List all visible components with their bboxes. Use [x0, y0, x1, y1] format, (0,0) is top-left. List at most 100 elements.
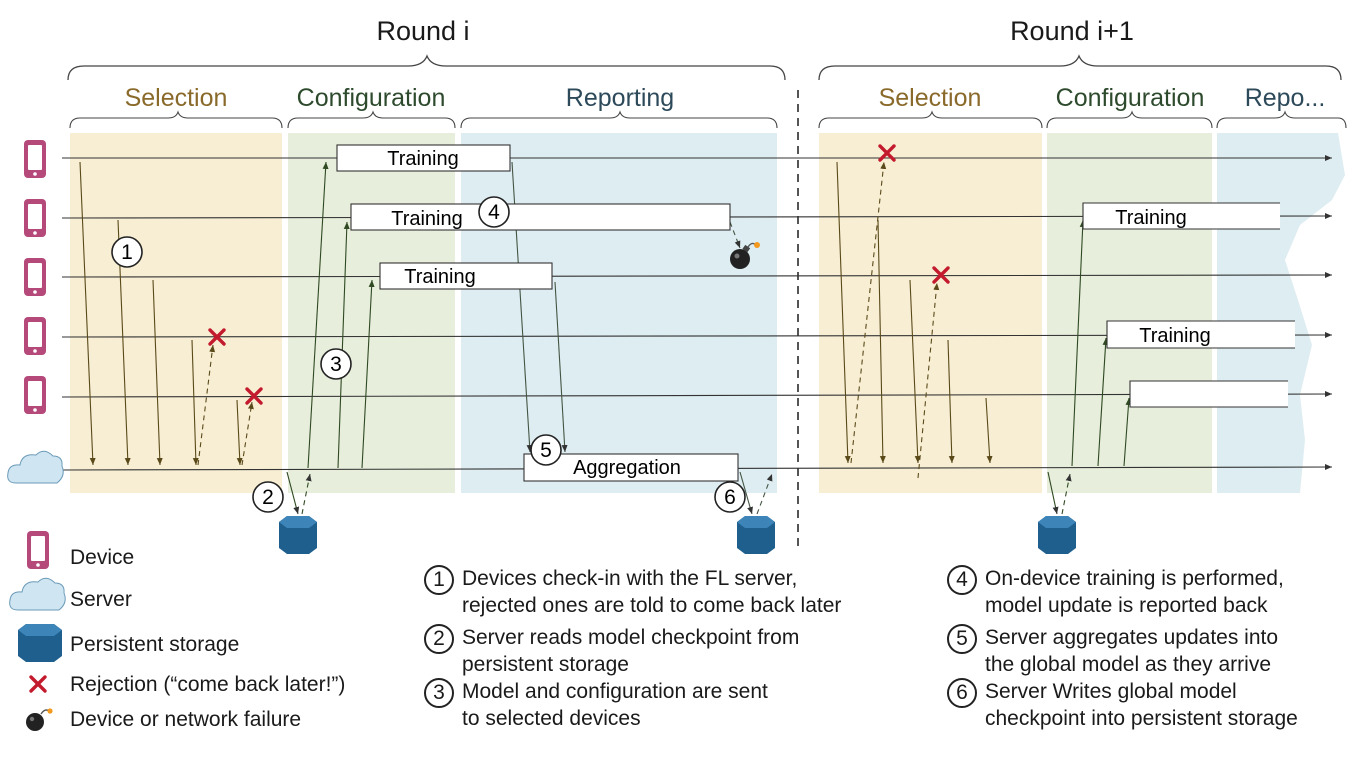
note-line: Server Writes global model	[985, 680, 1237, 703]
training-box-2	[350, 203, 731, 231]
legend-label-device: Device	[70, 546, 135, 569]
device-icons	[24, 140, 46, 414]
note-6: 6 Server Writes global model checkpoint i…	[947, 678, 1298, 732]
phase-label-reporting-i: Reporting	[566, 84, 674, 112]
device-icon	[24, 376, 46, 414]
round-i-brace	[67, 54, 786, 81]
svg-text:1: 1	[121, 241, 133, 264]
note-number: 3	[424, 678, 454, 708]
note-line: the global model as they arrive	[985, 653, 1271, 676]
phase-label-reporting-i1: Repo...	[1245, 84, 1326, 112]
phase-label-configuration-i: Configuration	[297, 84, 446, 112]
note-line: Server aggregates updates into	[985, 626, 1279, 649]
training-box-2-label: Training	[391, 208, 463, 230]
phase-label-selection-i: Selection	[125, 84, 228, 112]
reporting-region-round-i1	[1217, 133, 1345, 493]
training-box-6	[1129, 380, 1288, 408]
note-line: to selected devices	[462, 707, 641, 730]
note-number: 2	[424, 624, 454, 654]
rejection-icon	[878, 144, 896, 162]
selection-region-round-i	[70, 133, 282, 493]
svg-text:2: 2	[262, 486, 274, 509]
step-marker-1: 1	[111, 236, 143, 268]
training-box-4	[1082, 202, 1280, 230]
legend-icons	[9, 531, 66, 731]
storage-icon	[737, 516, 775, 554]
note-number: 6	[947, 678, 977, 708]
step-markers: 1 2 3 4 5 6	[111, 196, 746, 513]
bomb-icon	[26, 708, 53, 731]
device-icon	[27, 531, 49, 569]
note-line: Server reads model checkpoint from	[462, 626, 800, 649]
aggregation-box-label: Aggregation	[573, 457, 681, 479]
svg-text:4: 4	[488, 201, 500, 224]
legend-label-server: Server	[70, 588, 132, 611]
server-cloud-icon	[7, 450, 64, 484]
rejection-icon	[29, 675, 47, 693]
checkin-arrows-round-i1	[836, 161, 993, 479]
svg-text:3: 3	[330, 353, 342, 376]
training-box-5-label: Training	[1139, 325, 1211, 347]
legend: Device Server Persistent storage Rejecti…	[0, 525, 420, 755]
note-line: model update is reported back	[985, 594, 1268, 617]
note-1: 1 Devices check-in with the FL server, re…	[424, 565, 841, 619]
device-icon	[24, 317, 46, 355]
phase-label-configuration-i1: Configuration	[1056, 84, 1205, 112]
server-cloud-icon	[9, 577, 66, 611]
storage-icon	[279, 516, 317, 554]
svg-text:6: 6	[724, 486, 736, 509]
step-marker-3: 3	[320, 348, 352, 380]
legend-label-failure: Device or network failure	[70, 708, 302, 731]
round-i1-title: Round i+1	[1010, 16, 1134, 46]
aggregation-box	[523, 453, 739, 482]
training-box-4-label: Training	[1115, 207, 1187, 229]
round-i1-brace	[818, 54, 1342, 81]
step-marker-6: 6	[714, 481, 746, 513]
note-5: 5 Server aggregates updates into the glob…	[947, 624, 1278, 678]
step-marker-2: 2	[252, 481, 284, 513]
reporting-region-round-i	[461, 133, 777, 493]
training-box-3-label: Training	[404, 266, 476, 288]
rejection-icon	[932, 266, 950, 284]
storage-icon	[18, 624, 62, 662]
note-line: checkpoint into persistent storage	[985, 707, 1298, 730]
storage-icon	[1038, 516, 1076, 554]
phase-backgrounds	[70, 133, 1345, 493]
process-boxes: Training Training Training Aggregation T…	[336, 144, 1295, 482]
device-icon	[24, 199, 46, 237]
rejection-icon	[245, 387, 263, 405]
selection-region-round-i1	[819, 133, 1042, 493]
note-line: Devices check-in with the FL server,	[462, 567, 798, 590]
note-line: rejected ones are told to come back late…	[462, 594, 842, 617]
config-arrows-round-i	[286, 161, 375, 515]
svg-text:5: 5	[540, 439, 552, 462]
note-number: 4	[947, 565, 977, 595]
note-line: persistent storage	[462, 653, 629, 676]
storage-icons	[279, 516, 1076, 554]
training-box-5	[1106, 320, 1295, 349]
note-2: 2 Server reads model checkpoint from pers…	[424, 624, 799, 678]
note-number: 1	[424, 565, 454, 595]
bomb-icon	[730, 242, 760, 269]
phase-labels: Selection Configuration Reporting Select…	[125, 84, 1326, 112]
note-4: 4 On-device training is performed, model …	[947, 565, 1284, 619]
training-box-1	[336, 144, 511, 172]
rejection-marks	[208, 144, 950, 405]
training-box-1-label: Training	[387, 148, 459, 170]
configuration-region-round-i1	[1047, 133, 1212, 493]
round-i-title: Round i	[376, 16, 469, 46]
phase-braces	[69, 110, 1347, 129]
timeline-device-5	[61, 391, 1333, 398]
note-number: 5	[947, 624, 977, 654]
step-marker-5: 5	[530, 434, 562, 466]
rejection-icon	[208, 328, 226, 346]
configuration-region-round-i	[288, 133, 455, 493]
device-icon	[24, 140, 46, 178]
round-braces	[67, 54, 1342, 81]
timeline-device-3	[61, 272, 1333, 279]
legend-label-rejection: Rejection (“come back later!”)	[70, 673, 346, 696]
note-line: On-device training is performed,	[985, 567, 1284, 590]
legend-label-storage: Persistent storage	[70, 633, 240, 656]
